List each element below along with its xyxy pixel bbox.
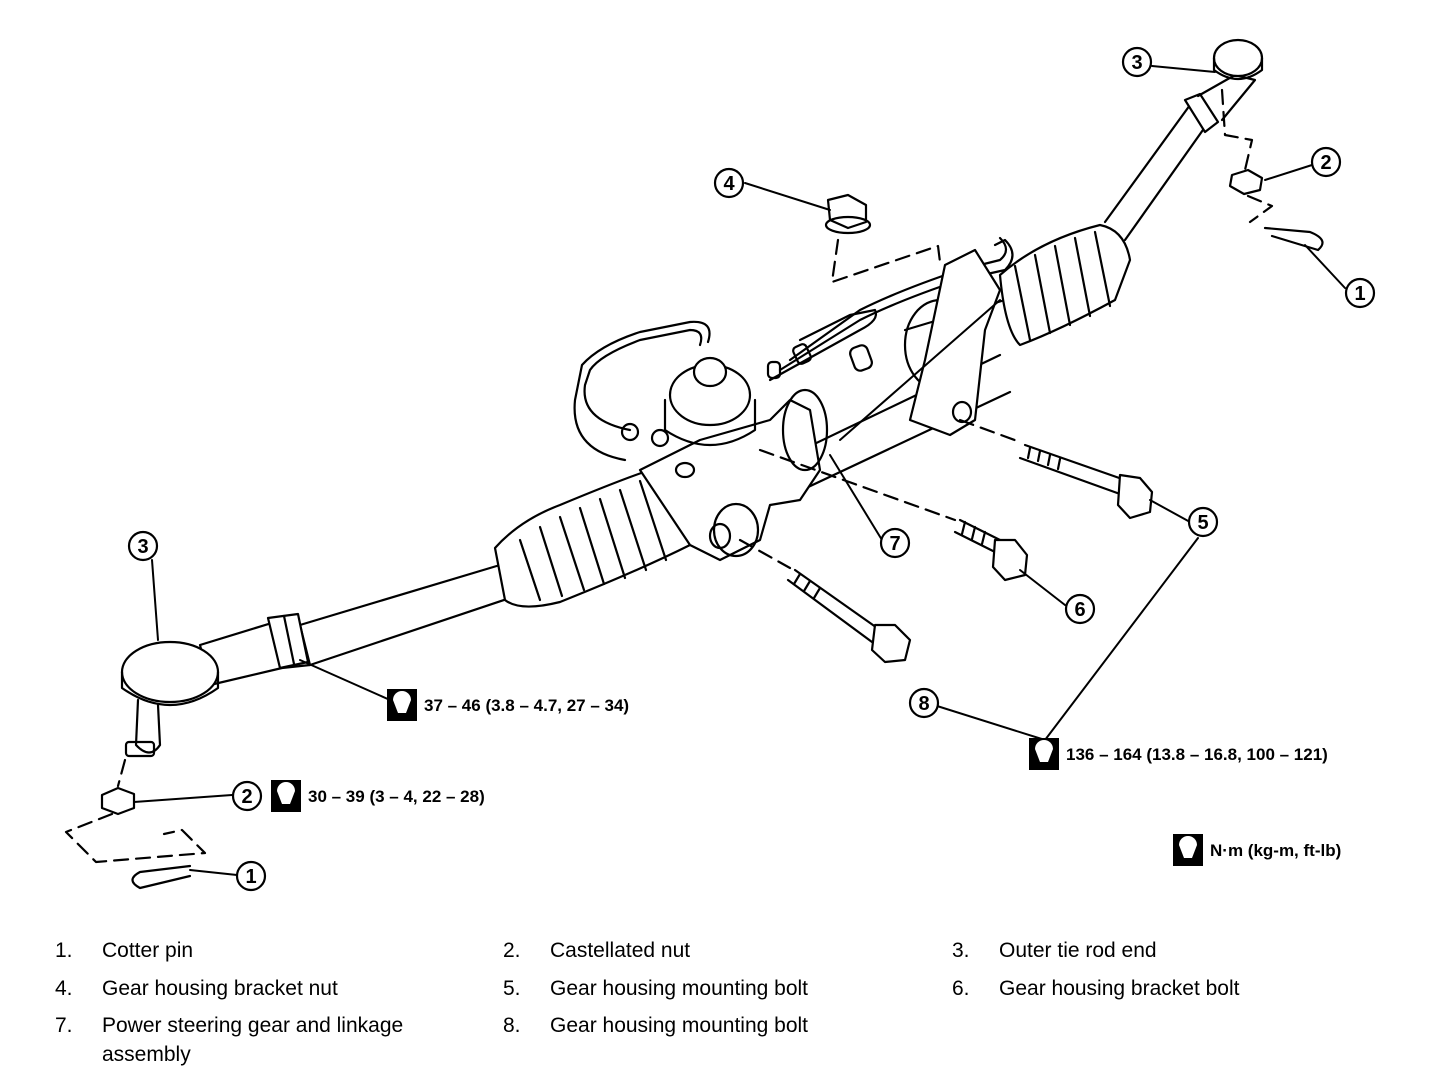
- legend-label: Gear housing mounting bolt: [550, 1014, 808, 1037]
- left-tie-rod-end: [120, 612, 312, 758]
- right-bracket: [908, 248, 1002, 437]
- callout-4: 4: [713, 167, 745, 199]
- svg-text:4: 4: [723, 173, 735, 195]
- legend-label: Castellated nut: [550, 939, 691, 962]
- svg-text:N·m (kg-m, ft-lb): N·m (kg-m, ft-lb): [1210, 841, 1341, 860]
- torque-wrench-icon: [387, 689, 417, 721]
- svg-text:37 – 46 (3.8 – 4.7, 27 – 34): 37 – 46 (3.8 – 4.7, 27 – 34): [424, 696, 629, 715]
- steering-gear-diagram: 1 1 2 2 3 3 4 5 6 7 8: [64, 38, 1376, 892]
- right-cotter-pin: [1263, 226, 1324, 252]
- legend-number: 5.: [503, 977, 521, 1000]
- left-castellated-nut: [100, 786, 136, 816]
- parts-legend: 1. Cotter pin 2. Castellated nut 3. Oute…: [0, 930, 1440, 1080]
- svg-text:5: 5: [1197, 512, 1208, 534]
- leader-lines: [133, 65, 1346, 876]
- callout-6: 6: [1064, 593, 1096, 625]
- legend-number: 6.: [952, 977, 970, 1000]
- right-castellated-nut: [1228, 168, 1264, 196]
- right-tie-rod-end: [1103, 38, 1264, 242]
- callout-2-left: 2: [231, 780, 263, 812]
- svg-text:3: 3: [137, 536, 148, 558]
- legend-label: Gear housing mounting bolt: [550, 977, 808, 1000]
- svg-text:2: 2: [1320, 152, 1331, 174]
- assembly-dashed-lines: [64, 88, 1274, 864]
- svg-text:8: 8: [918, 693, 929, 715]
- torque-unit-key: N·m (kg-m, ft-lb): [1173, 834, 1341, 866]
- callout-3-left: 3: [127, 530, 159, 562]
- callout-7: 7: [879, 527, 911, 559]
- bracket-bolt: [953, 518, 1029, 582]
- svg-text:3: 3: [1131, 52, 1142, 74]
- torque-wrench-icon: [1173, 834, 1203, 866]
- legend-label: Gear housing bracket bolt: [999, 977, 1240, 1000]
- legend-label: Power steering gear and linkage assembly: [102, 1014, 404, 1066]
- legend-label: Outer tie rod end: [999, 939, 1157, 962]
- torque-tie-rod: 37 – 46 (3.8 – 4.7, 27 – 34): [387, 689, 629, 721]
- svg-text:1: 1: [1354, 283, 1365, 305]
- svg-text:1: 1: [245, 866, 256, 888]
- legend-number: 7.: [55, 1014, 73, 1037]
- left-boot: [493, 468, 692, 608]
- callout-8: 8: [908, 687, 940, 719]
- legend-number: 1.: [55, 939, 73, 962]
- right-boot: [998, 223, 1132, 347]
- torque-mounting-bolt: 136 – 164 (13.8 – 16.8, 100 – 121): [1029, 738, 1328, 770]
- svg-text:136 – 164 (13.8 – 16.8, 100 –: 136 – 164 (13.8 – 16.8, 100 – 121): [1066, 745, 1328, 764]
- legend-label: Gear housing bracket nut: [102, 977, 338, 1000]
- callout-1-left: 1: [235, 860, 267, 892]
- bracket-nut: [824, 193, 872, 235]
- svg-text:2: 2: [241, 786, 252, 808]
- svg-text:7: 7: [889, 533, 900, 555]
- legend-number: 3.: [952, 939, 970, 962]
- callout-5: 5: [1187, 506, 1219, 538]
- legend-label: Cotter pin: [102, 939, 194, 962]
- legend-number: 2.: [503, 939, 521, 962]
- svg-text:6: 6: [1074, 599, 1085, 621]
- callout-2-right: 2: [1310, 146, 1342, 178]
- callout-1-right: 1: [1344, 277, 1376, 309]
- torque-wrench-icon: [271, 780, 301, 812]
- left-cotter-pin: [131, 864, 192, 890]
- torque-wrench-icon: [1029, 738, 1059, 770]
- torque-castellated-nut: 30 – 39 (3 – 4, 22 – 28): [271, 780, 485, 812]
- svg-text:30 – 39 (3 – 4, 22 – 28): 30 – 39 (3 – 4, 22 – 28): [308, 787, 485, 806]
- mounting-bolt-upper: [1018, 443, 1154, 520]
- mounting-bolt-lower: [786, 568, 912, 664]
- legend-number: 4.: [55, 977, 73, 1000]
- legend-number: 8.: [503, 1014, 521, 1037]
- callout-3-right: 3: [1121, 46, 1153, 78]
